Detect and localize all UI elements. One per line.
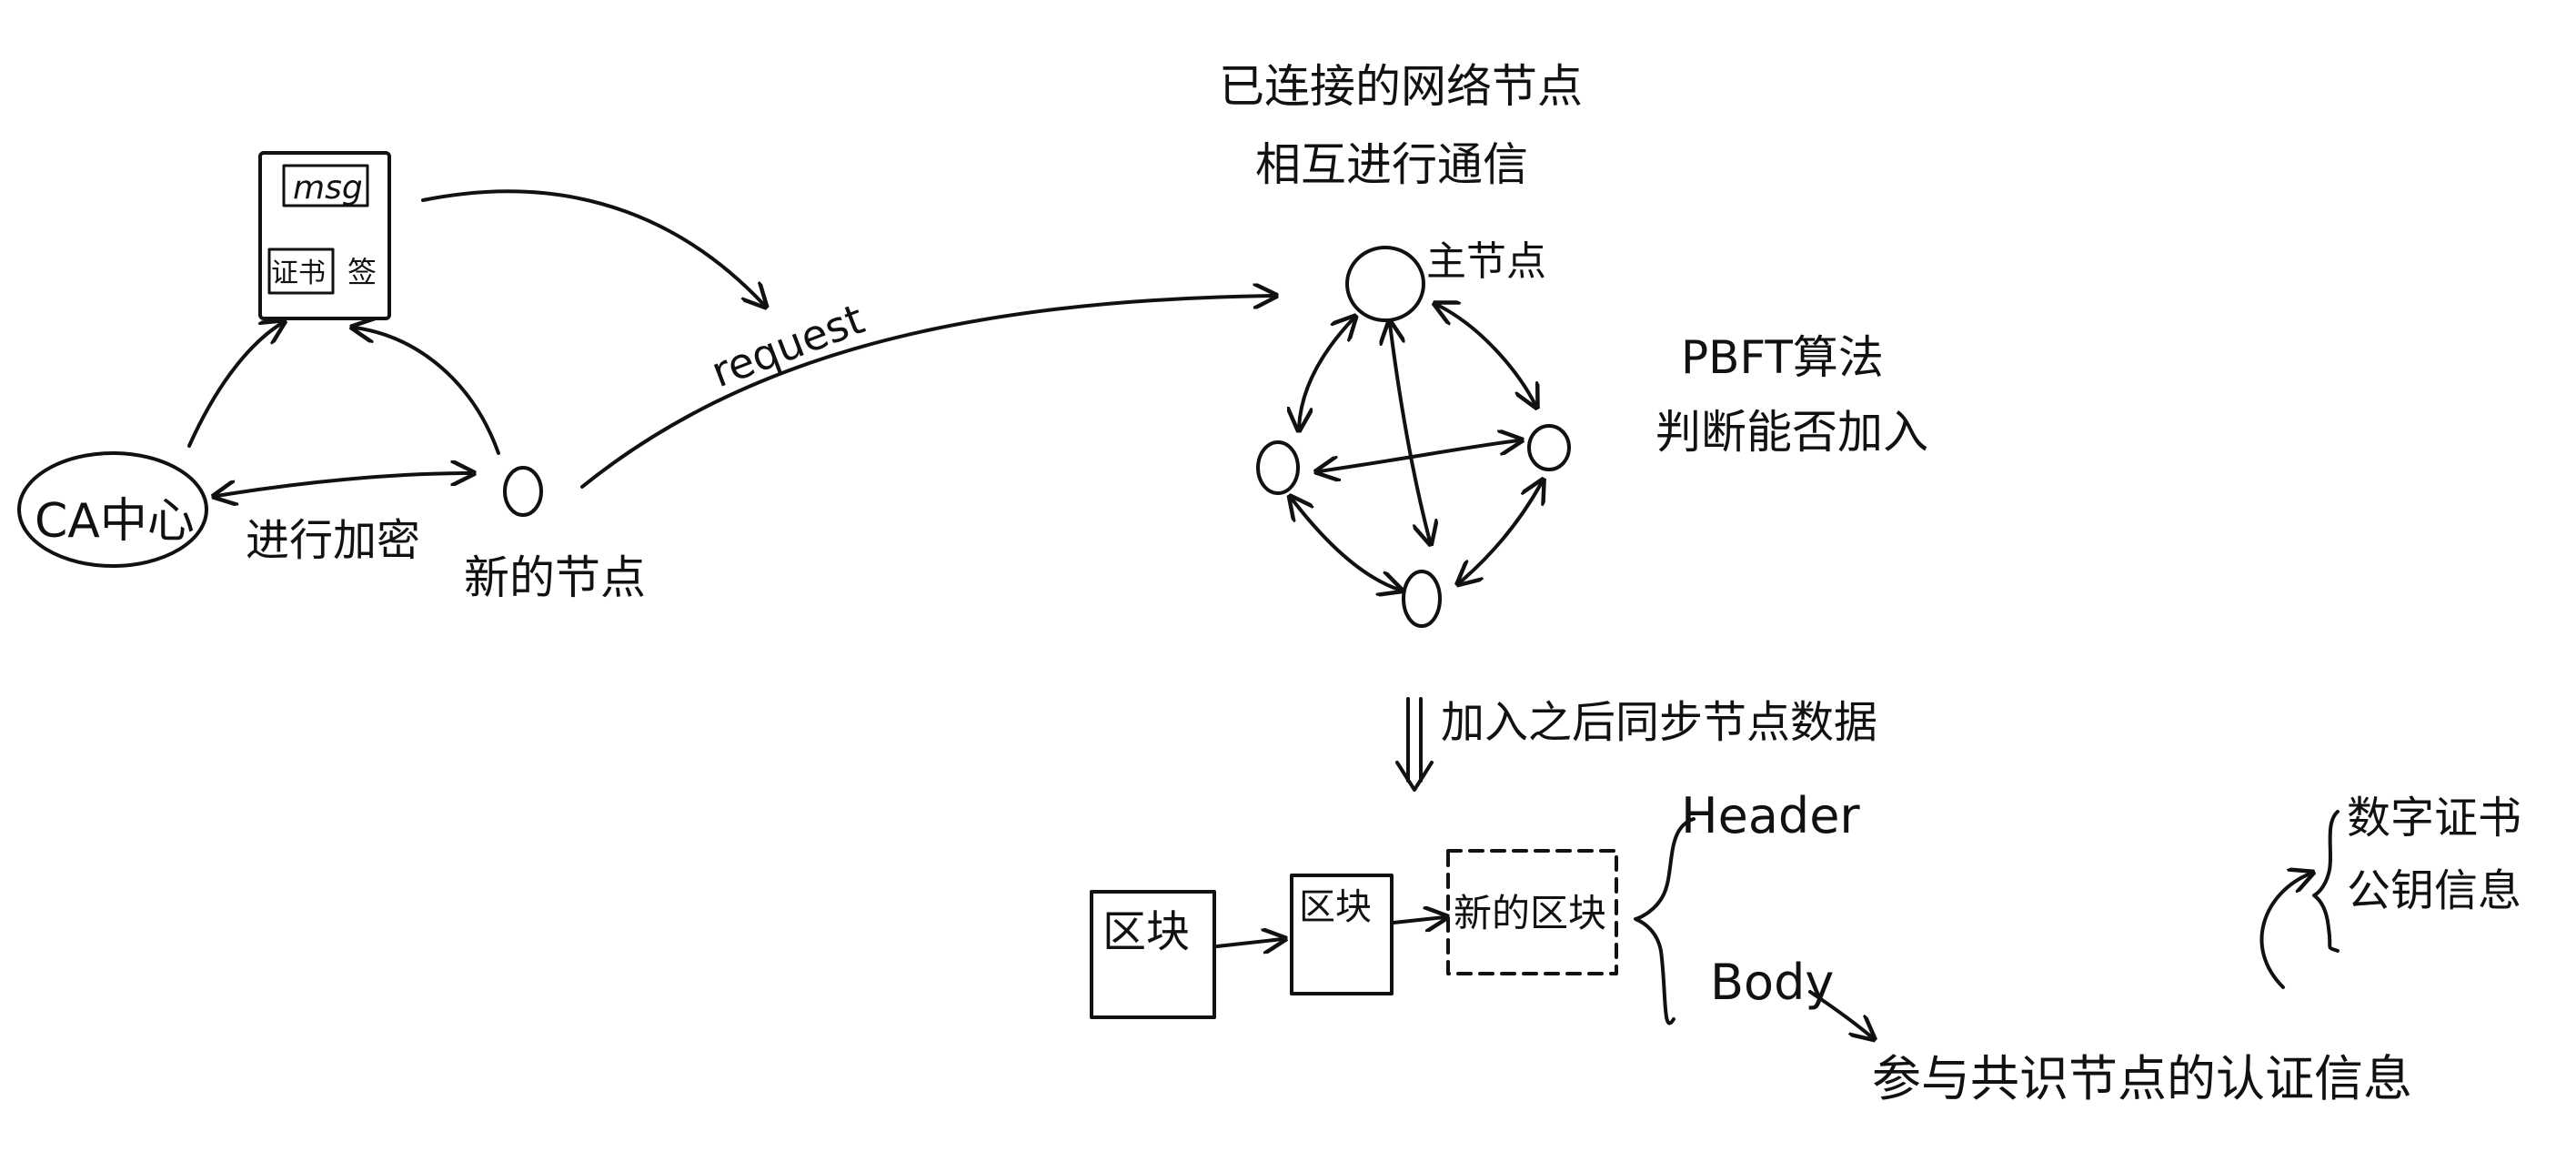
block-1 [1090,890,1216,1019]
cert-label: 证书 [271,258,326,289]
header-items-brace [2312,810,2340,953]
master-to-left-arrow [1299,318,1353,428]
block-1-arrow [1215,939,1283,946]
communication-subtitle: 相互进行通信 [1255,138,1528,191]
pbft-label: PBFT算法 [1681,331,1884,384]
header-item-pubkey: 公钥信息 [2347,865,2521,916]
block-2-label: 区块 [1299,886,1372,928]
message-packet: msg 证书 签 [258,151,391,320]
block-1-label: 区块 [1102,906,1190,957]
header-label: Header [1681,787,1860,844]
master-node-label: 主节点 [1426,238,1546,285]
left-bottom-arrow [1292,499,1399,590]
pbft-join-label: 判断能否加入 [1655,406,1928,459]
block-brace [1634,817,1696,1026]
new-block [1446,849,1618,975]
master-node [1345,246,1425,322]
new-node [503,466,543,517]
master-to-right-arrow [1437,305,1535,405]
body-content-curve [2259,874,2310,989]
block-2 [1290,874,1394,995]
request-label: request [705,294,871,397]
new-block-label: 新的区块 [1454,891,1606,935]
body-label: Body [1710,954,1834,1011]
node-bottom [1402,570,1442,628]
request-arrow [580,296,1273,489]
body-arrow [1808,990,1872,1037]
ca-center-label: CA中心 [35,494,195,549]
node-to-packet-arrow [355,328,500,455]
connected-nodes-title: 已连接的网络节点 [1219,60,1583,113]
sign-label: 签 [347,255,377,289]
node-left [1256,440,1300,495]
msg-label: msg [293,169,363,207]
packet-to-network-arrow [421,189,764,305]
node-right [1527,424,1571,471]
new-node-label: 新的节点 [464,551,646,604]
ca-center-ellipse [17,451,208,568]
ca-to-packet-arrow [187,323,282,448]
master-to-bottom-arrow [1390,324,1430,541]
sync-label: 加入之后同步节点数据 [1441,697,1877,748]
right-bottom-arrow [1460,482,1542,582]
block-2-arrow [1392,917,1444,923]
sync-arrow [1395,697,1434,792]
encrypt-arrow [216,473,471,496]
left-right-arrow [1319,440,1519,471]
encrypt-label: 进行加密 [246,515,420,566]
header-item-cert: 数字证书 [2347,793,2521,844]
body-content: 参与共识节点的认证信息 [1872,1050,2412,1107]
